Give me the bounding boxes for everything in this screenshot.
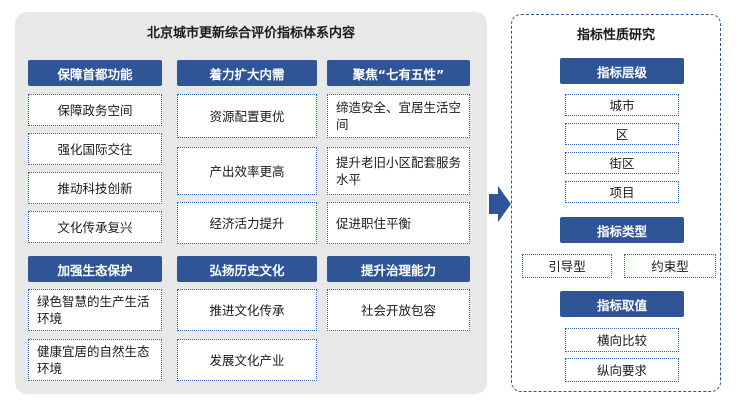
level-box: 项目: [565, 181, 679, 203]
item-box: 提升老旧小区配套服务水平: [327, 147, 470, 195]
item-box: 绿色智慧的生产生活环境: [28, 289, 162, 331]
header-indicator-value: 指标取值: [560, 291, 684, 317]
header-indicator-level: 指标层级: [560, 58, 684, 84]
type-box: 约束型: [624, 254, 716, 278]
level-box: 街区: [565, 152, 679, 174]
value-box: 纵向要求: [565, 358, 679, 382]
item-box: 推进文化传承: [177, 289, 317, 331]
item-box: 促进职住平衡: [327, 202, 470, 244]
header-capital-function: 保障首都功能: [28, 60, 162, 86]
level-box: 区: [565, 123, 679, 145]
value-box: 横向比较: [565, 328, 679, 352]
header-indicator-type: 指标类型: [560, 217, 684, 243]
right-arrow-icon: [489, 186, 511, 222]
item-box: 经济活力提升: [177, 202, 317, 244]
type-box: 引导型: [522, 254, 612, 278]
item-box: 发展文化产业: [177, 339, 317, 381]
header-history-culture: 弘扬历史文化: [177, 256, 317, 282]
header-domestic-demand: 着力扩大内需: [177, 60, 317, 86]
item-box: 文化传承复兴: [28, 211, 162, 243]
level-box: 城市: [565, 94, 679, 116]
item-box: 社会开放包容: [327, 289, 470, 331]
item-box: 保障政务空间: [28, 94, 162, 126]
item-box: 强化国际交往: [28, 133, 162, 165]
item-box: 资源配置更优: [177, 94, 317, 138]
header-ecology: 加强生态保护: [28, 256, 162, 282]
item-box: 健康宜居的自然生态环境: [28, 339, 162, 381]
item-box: 推动科技创新: [28, 172, 162, 204]
header-governance: 提升治理能力: [327, 256, 470, 282]
header-seven-five: 聚焦“七有五性”: [327, 60, 470, 86]
item-box: 产出效率更高: [177, 147, 317, 195]
content-panel-title: 北京城市更新综合评价指标体系内容: [146, 26, 355, 41]
item-box: 缔造安全、宜居生活空间: [327, 94, 470, 138]
indicator-nature-title: 指标性质研究: [576, 28, 655, 43]
